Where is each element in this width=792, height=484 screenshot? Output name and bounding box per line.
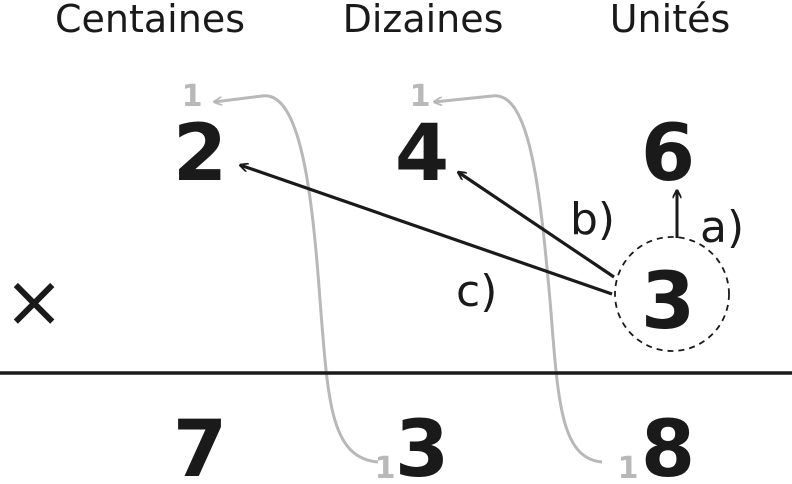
step-label-c: c) — [456, 266, 497, 317]
step-label-a: a) — [700, 202, 744, 253]
carry-bottom-units: 1 — [618, 451, 639, 484]
carry-top-hundreds: 1 — [182, 79, 203, 114]
result-hundreds-digit: 7 — [173, 405, 227, 484]
carry-bottom-tens: 1 — [375, 451, 396, 484]
step-label-b: b) — [570, 194, 615, 245]
multiplier-digit: 3 — [641, 257, 695, 347]
multiplier-circle — [614, 236, 730, 352]
carry-top-tens: 1 — [410, 79, 431, 114]
result-tens-digit: 3 — [395, 405, 449, 484]
arrow-b — [458, 172, 615, 279]
arrow-c — [240, 165, 613, 296]
carry-arrow-to-hundreds — [214, 94, 379, 464]
multiplicand-hundreds-digit: 2 — [173, 109, 227, 199]
multiplicand-units-digit: 6 — [641, 109, 695, 199]
carry-arrow-to-tens — [434, 94, 603, 464]
header-tens: Dizaines — [343, 0, 504, 41]
header-units: Unités — [610, 0, 731, 41]
multiply-operator: × — [4, 259, 64, 343]
result-units-digit: 8 — [641, 405, 695, 484]
header-hundreds: Centaines — [55, 0, 245, 41]
multiplicand-tens-digit: 4 — [395, 109, 449, 199]
